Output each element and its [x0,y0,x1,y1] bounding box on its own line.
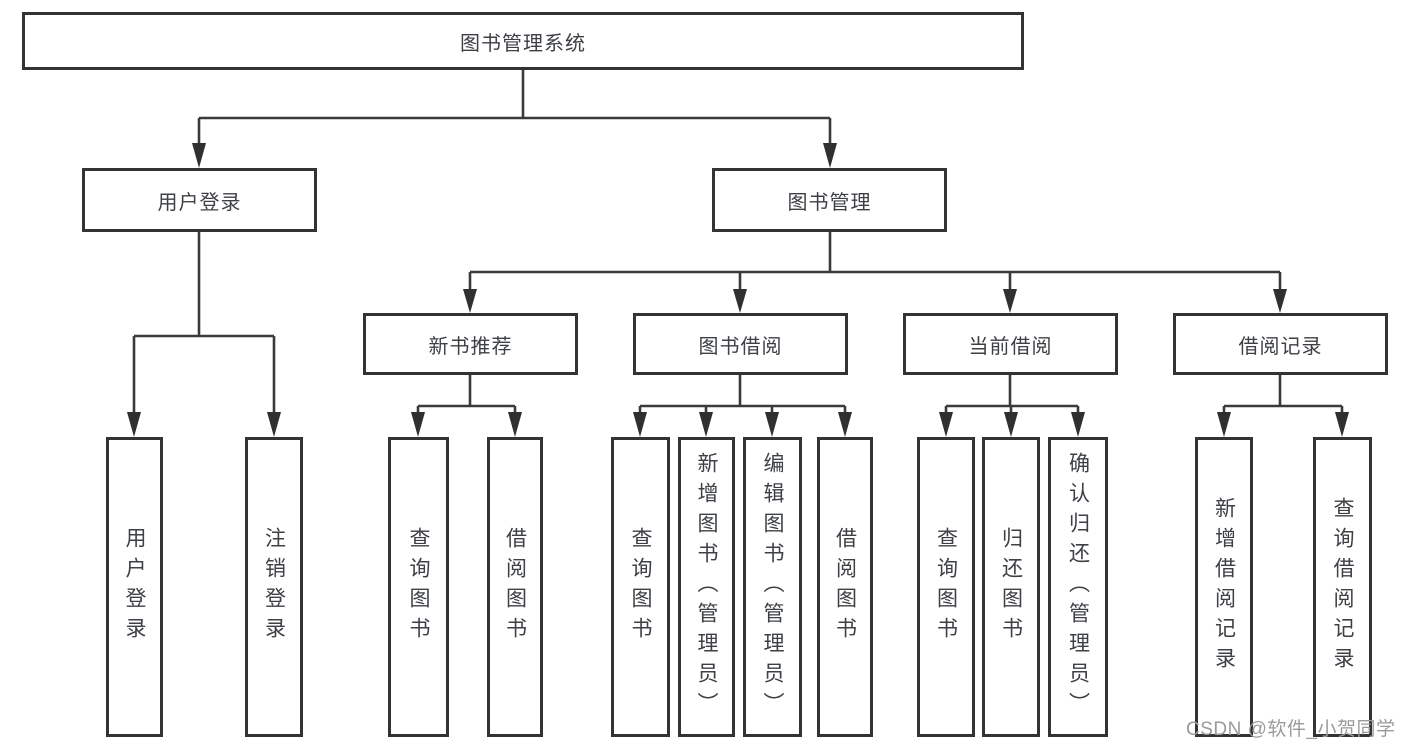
connector-records-to-leaves [1217,375,1349,437]
leaf-confirm-return-admin: 确认归还（管理员） [1048,437,1108,737]
node-current-borrow: 当前借阅 [903,313,1118,375]
leaf-add-book-admin: 新增图书（管理员） [678,437,735,737]
connector-current-to-leaves [939,375,1085,437]
leaf-query-books-recommend: 查询图书 [388,437,449,737]
connector-recommend-to-leaves [411,375,522,437]
leaf-query-borrow-record: 查询借阅记录 [1313,437,1372,737]
leaf-logout: 注销登录 [245,437,303,737]
leaf-edit-book-admin: 编辑图书（管理员） [743,437,802,737]
node-root-system: 图书管理系统 [22,12,1024,70]
leaf-user-login: 用户登录 [106,437,163,737]
node-new-book-recommend: 新书推荐 [363,313,578,375]
connector-bookmgmt-to-level3 [463,232,1287,313]
leaf-add-borrow-record: 新增借阅记录 [1195,437,1253,737]
connector-root-to-level2 [192,70,837,168]
csdn-watermark: CSDN @软件_小贺同学 [1186,719,1396,740]
node-book-management: 图书管理 [712,168,947,232]
leaf-query-books-current: 查询图书 [917,437,975,737]
leaf-borrow-books: 借阅图书 [817,437,873,737]
node-book-borrow: 图书借阅 [633,313,848,375]
node-borrow-records: 借阅记录 [1173,313,1388,375]
connector-userlogin-to-leaves [127,232,281,437]
node-user-login: 用户登录 [82,168,317,232]
leaf-borrow-books-recommend: 借阅图书 [487,437,543,737]
leaf-return-books: 归还图书 [982,437,1040,737]
leaf-query-books-borrow: 查询图书 [611,437,670,737]
connector-borrow-to-leaves [633,375,852,437]
